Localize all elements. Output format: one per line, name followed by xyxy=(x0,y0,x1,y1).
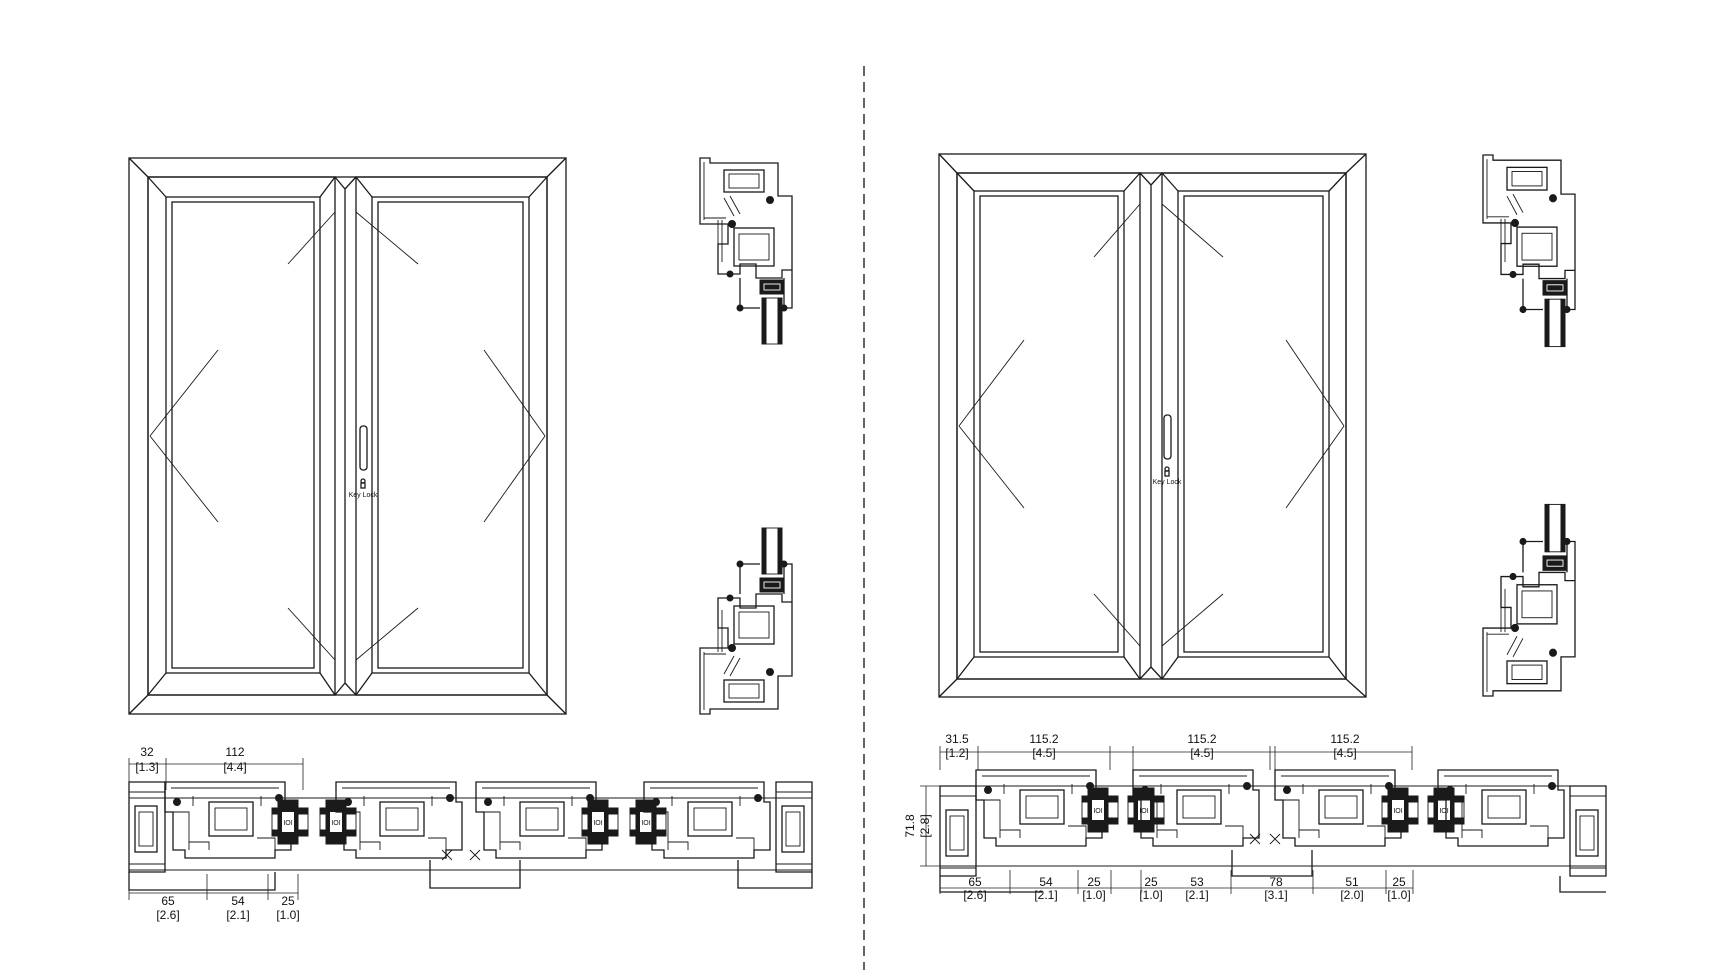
dimension-label: 31.5 xyxy=(945,732,969,746)
dimension-label: 25 xyxy=(1392,875,1406,889)
dimension-label: 51 xyxy=(1345,875,1359,889)
dimension-label: [2.6] xyxy=(963,888,986,902)
dimension-label: 112 xyxy=(225,745,244,759)
dimension-label: [1.2] xyxy=(945,746,968,760)
dimension-label: 115.2 xyxy=(1330,732,1359,746)
dimension-label: 78 xyxy=(1269,875,1283,889)
dimension-label: 54 xyxy=(1039,875,1053,889)
dimension-label: 65 xyxy=(968,875,982,889)
dimension-label: [2.1] xyxy=(226,908,249,922)
dimension-label: 71.8 xyxy=(903,814,917,838)
dimension-label: [2.6] xyxy=(156,908,179,922)
dimension-label: 25 xyxy=(1087,875,1101,889)
dimension-label: [1.0] xyxy=(276,908,299,922)
right-vertical-section-bottom xyxy=(1482,503,1576,697)
handle-label-right: Key Lock xyxy=(1153,479,1182,486)
dimension-label: 115.2 xyxy=(1187,732,1216,746)
dimension-label: [4.5] xyxy=(1032,746,1055,760)
dimension-label: [1.0] xyxy=(1082,888,1105,902)
dimension-label: 25 xyxy=(281,894,295,908)
left-horizontal-section xyxy=(128,781,813,891)
left-vertical-section-bottom xyxy=(699,527,793,715)
right-dimensions: 31.5 [1.2] 115.2 [4.5] 115.2 [4.5] 115.2… xyxy=(903,732,1414,902)
right-vertical-section-top xyxy=(1482,154,1576,348)
dimension-label: [4.5] xyxy=(1190,746,1213,760)
left-window-elevation: Key Lock xyxy=(128,157,567,715)
dimension-label: [2.1] xyxy=(1185,888,1208,902)
dimension-label: 54 xyxy=(231,894,245,908)
dimension-label: [1.0] xyxy=(1139,888,1162,902)
left-dimensions: 32 [1.3] 112 [4.4] 65 [2.6] 54 [2.1] 25 … xyxy=(128,745,304,922)
dimension-label: 32 xyxy=(140,745,154,759)
dimension-label: [2.1] xyxy=(1034,888,1057,902)
dimension-label: [1.3] xyxy=(135,760,158,774)
dimension-label: [4.4] xyxy=(223,760,246,774)
right-window-elevation: Key Lock xyxy=(938,153,1367,698)
dimension-label: 53 xyxy=(1190,875,1204,889)
dimension-label: 115.2 xyxy=(1029,732,1058,746)
handle-label-left: Key Lock xyxy=(349,492,378,499)
dimension-label: 65 xyxy=(161,894,175,908)
dimension-label: [1.0] xyxy=(1387,888,1410,902)
dimension-label: [4.5] xyxy=(1333,746,1356,760)
dimension-label: [3.1] xyxy=(1264,888,1287,902)
dimension-label: [2.8] xyxy=(918,814,932,837)
right-horizontal-section xyxy=(939,769,1607,893)
dimension-label: 25 xyxy=(1144,875,1158,889)
dimension-label: [2.0] xyxy=(1340,888,1363,902)
left-vertical-section-top xyxy=(699,157,793,345)
